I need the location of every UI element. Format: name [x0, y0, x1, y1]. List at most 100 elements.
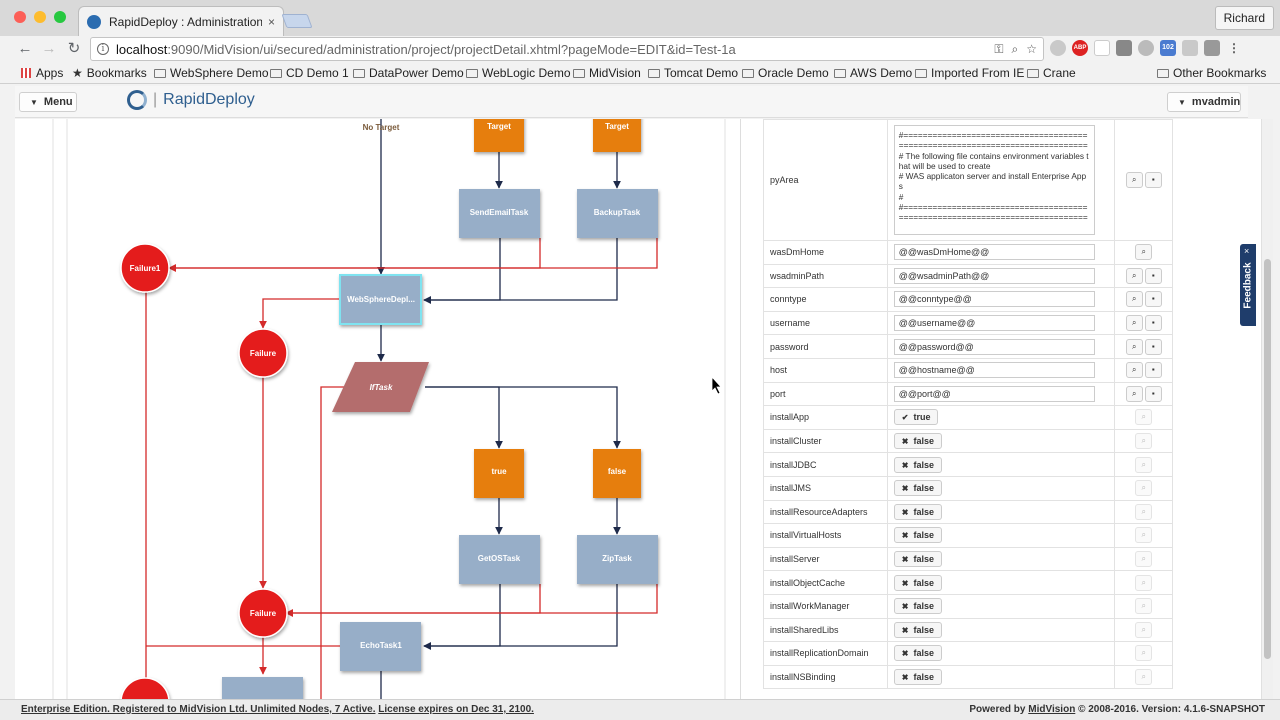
profile-button[interactable]: Richard — [1214, 6, 1274, 30]
boolean-toggle-button[interactable]: ✖false — [893, 574, 942, 591]
bookmark-other-bookmarks[interactable]: Other Bookmarks — [1157, 65, 1266, 81]
search-icon[interactable]: ⌕ — [1135, 456, 1153, 473]
feedback-close-icon[interactable]: × — [1244, 246, 1250, 256]
browser-tab-active[interactable]: RapidDeploy : Administration × — [78, 6, 284, 36]
search-icon[interactable]: ⌕ — [1135, 621, 1153, 638]
zoom-icon[interactable]: ⌕ — [1011, 42, 1019, 56]
task-node-partial[interactable] — [222, 677, 303, 699]
boolean-toggle-button[interactable]: ✖false — [893, 480, 942, 497]
properties-scrollbar[interactable] — [1261, 119, 1273, 699]
task-node-websphere-deploy[interactable]: WebSphereDepl... — [339, 274, 422, 325]
new-tab-button[interactable] — [281, 14, 313, 28]
property-value-input[interactable] — [893, 291, 1095, 308]
search-icon[interactable]: ⌕ — [1135, 598, 1153, 615]
url-text[interactable]: localhost:9090/MidVision/ui/secured/admi… — [116, 42, 736, 57]
search-icon[interactable]: ⌕ — [1135, 409, 1153, 426]
trash-icon[interactable]: ▪ — [1144, 362, 1162, 379]
boolean-toggle-button[interactable]: ✖false — [893, 433, 942, 450]
failure-node[interactable]: Failure1 — [120, 243, 170, 293]
property-value-input[interactable] — [893, 244, 1095, 261]
maximize-window-button[interactable] — [54, 11, 66, 23]
address-bar[interactable]: i localhost:9090/MidVision/ui/secured/ad… — [90, 37, 1044, 61]
trash-icon[interactable]: ▪ — [1144, 385, 1162, 402]
boolean-toggle-button[interactable]: ✖false — [893, 668, 942, 685]
bookmark-imported-from-ie[interactable]: Imported From IE — [915, 65, 1024, 81]
back-arrow-icon[interactable]: ← — [17, 40, 33, 57]
task-node-zip[interactable]: ZipTask — [577, 535, 658, 584]
property-value-input[interactable] — [893, 338, 1095, 355]
trash-icon[interactable]: ▪ — [1144, 291, 1162, 308]
bookmark-crane[interactable]: Crane — [1027, 65, 1076, 81]
workflow-canvas[interactable]: No Target Target Target SendEmailTask Ba… — [15, 119, 741, 699]
search-icon[interactable]: ⌕ — [1125, 267, 1143, 284]
boolean-toggle-button[interactable]: ✖false — [893, 645, 942, 662]
trash-icon[interactable]: ▪ — [1144, 267, 1162, 284]
bookmark-bookmarks[interactable]: ★Bookmarks — [72, 66, 147, 80]
search-icon[interactable]: ⌕ — [1135, 527, 1153, 544]
bookmark-websphere-demo[interactable]: WebSphere Demo — [154, 65, 269, 81]
task-node-echo[interactable]: EchoTask1 — [340, 622, 421, 671]
tab-close-icon[interactable]: × — [267, 14, 275, 29]
midvision-link[interactable]: MidVision — [1028, 704, 1076, 715]
failure-node-partial[interactable] — [120, 677, 170, 699]
search-icon[interactable]: ⌕ — [1125, 172, 1143, 188]
badge-extension-icon[interactable]: 102 — [1160, 40, 1176, 56]
trash-icon[interactable]: ▪ — [1144, 315, 1162, 332]
rapiddeploy-logo[interactable]: | RapidDeploy — [127, 90, 255, 110]
scrollbar-thumb[interactable] — [1264, 259, 1271, 659]
extension-circle-icon[interactable] — [1050, 40, 1066, 56]
search-icon[interactable]: ⌕ — [1135, 551, 1153, 568]
property-value-input[interactable] — [893, 362, 1095, 379]
boolean-toggle-button[interactable]: ✖false — [893, 456, 942, 473]
user-menu-button[interactable]: ▼mvadmin — [1167, 92, 1241, 112]
target-node[interactable]: Target — [593, 119, 641, 152]
bookmark-datapower-demo[interactable]: DataPower Demo — [353, 65, 464, 81]
true-branch-node[interactable]: true — [474, 449, 524, 498]
property-value-input[interactable] — [893, 385, 1095, 402]
key-icon[interactable]: ⚿ — [994, 42, 1004, 56]
reload-icon[interactable]: ↻ — [67, 40, 81, 57]
forward-arrow-icon[interactable]: → — [41, 40, 57, 57]
search-icon[interactable]: ⌕ — [1125, 338, 1143, 355]
minimize-window-button[interactable] — [34, 11, 46, 23]
failure-node[interactable]: Failure — [238, 328, 288, 378]
search-icon[interactable]: ⌕ — [1125, 385, 1143, 402]
search-icon[interactable]: ⌕ — [1135, 668, 1153, 685]
trash-icon[interactable]: ▪ — [1144, 338, 1162, 355]
close-window-button[interactable] — [14, 11, 26, 23]
adblock-icon[interactable]: ABP — [1072, 40, 1088, 56]
search-icon[interactable]: ⌕ — [1135, 433, 1153, 450]
bookmark-weblogic-demo[interactable]: WebLogic Demo — [466, 65, 571, 81]
search-icon[interactable]: ⌕ — [1135, 480, 1153, 497]
false-branch-node[interactable]: false — [593, 449, 641, 498]
task-node-sendemail[interactable]: SendEmailTask — [459, 189, 540, 238]
property-value-input[interactable] — [893, 267, 1095, 284]
if-task-node[interactable]: IfTask — [332, 362, 429, 412]
boolean-toggle-button[interactable]: ✖false — [893, 621, 942, 638]
bookmark-star-icon[interactable]: ☆ — [1026, 42, 1037, 56]
bookmark-tomcat-demo[interactable]: Tomcat Demo — [648, 65, 738, 81]
bookmark-oracle-demo[interactable]: Oracle Demo — [742, 65, 829, 81]
feedback-tab[interactable]: × Feedback — [1240, 244, 1256, 326]
bookmark-midvision[interactable]: MidVision — [573, 65, 641, 81]
search-icon[interactable]: ⌕ — [1125, 315, 1143, 332]
image-icon[interactable] — [1182, 40, 1198, 56]
task-node-getos[interactable]: GetOSTask — [459, 535, 540, 584]
search-icon[interactable]: ⌕ — [1125, 291, 1143, 308]
camera-icon[interactable] — [1204, 40, 1220, 56]
boolean-toggle-button[interactable]: ✖false — [893, 598, 942, 615]
search-icon[interactable]: ⌕ — [1135, 503, 1153, 520]
chrome-menu-icon[interactable]: ⋮ — [1228, 41, 1240, 55]
failure-node[interactable]: Failure — [238, 588, 288, 638]
boolean-toggle-button[interactable]: ✔true — [893, 409, 939, 426]
site-info-icon[interactable]: i — [97, 43, 109, 55]
search-icon[interactable]: ⌕ — [1135, 244, 1153, 261]
boolean-toggle-button[interactable]: ✖false — [893, 551, 942, 568]
bookmark-cd-demo-1[interactable]: CD Demo 1 — [270, 65, 349, 81]
property-value-input[interactable] — [893, 315, 1095, 332]
extension-gray-icon[interactable] — [1116, 40, 1132, 56]
boolean-toggle-button[interactable]: ✖false — [893, 527, 942, 544]
trash-icon[interactable]: ▪ — [1144, 172, 1162, 188]
bookmark-aws-demo[interactable]: AWS Demo — [834, 65, 912, 81]
task-node-backup[interactable]: BackupTask — [577, 189, 658, 238]
